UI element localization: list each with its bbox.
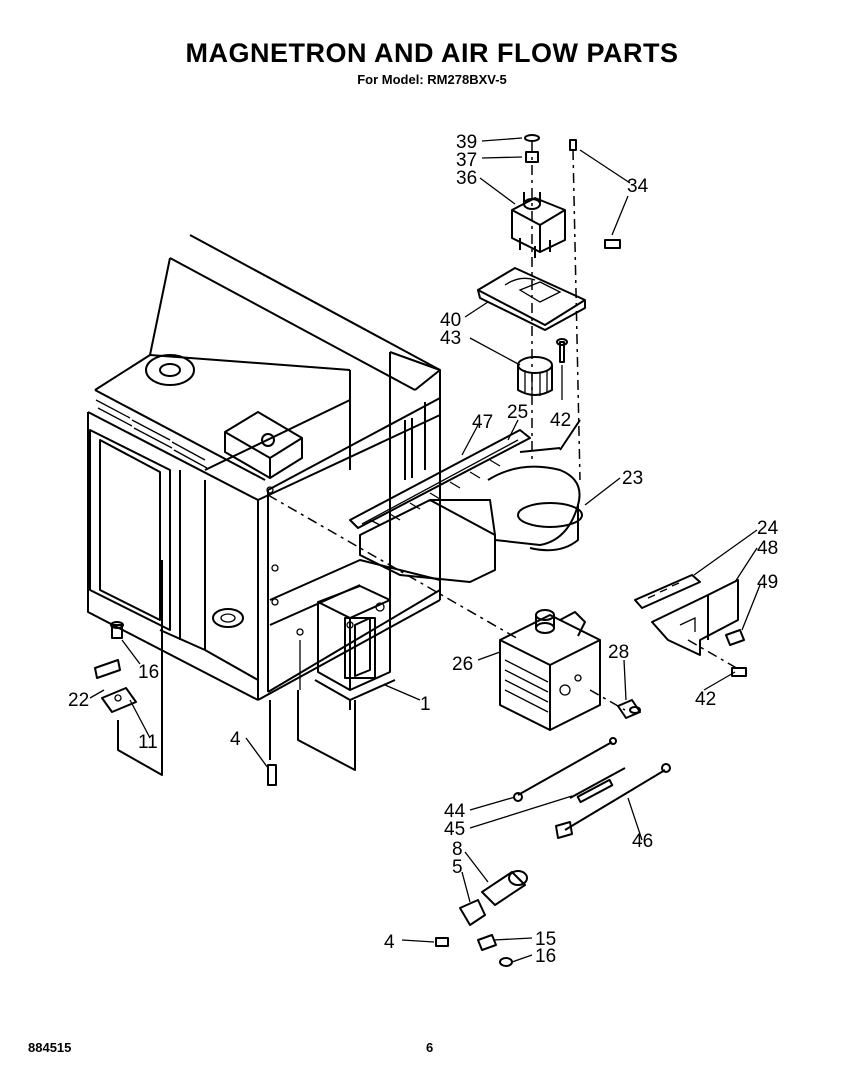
callout-43: 43 (440, 328, 461, 349)
callout-22: 22 (68, 690, 89, 711)
callout-1: 1 (420, 694, 431, 715)
air-duct-part-23 (349, 419, 583, 583)
callout-5: 5 (452, 857, 463, 878)
assembly-line-42 (687, 639, 741, 671)
callout-24: 24 (757, 518, 779, 539)
callout-45: 45 (444, 819, 465, 840)
assembly-line-28 (589, 689, 626, 711)
leader-lines (89, 137, 761, 963)
document-number: 884515 (28, 1040, 72, 1055)
page-title: MAGNETRON AND AIR FLOW PARTS (185, 38, 679, 68)
callout-49: 49 (757, 572, 778, 593)
callout-23: 23 (622, 468, 643, 489)
assembly-line (267, 494, 521, 641)
thermostat-assembly (477, 134, 621, 481)
callout-labels: 39 37 36 34 40 43 42 47 25 23 24 48 49 2… (68, 132, 779, 967)
magnetron-part-26 (499, 609, 601, 731)
callout-48: 48 (757, 538, 778, 559)
callout-44: 44 (444, 801, 466, 822)
callout-11: 11 (138, 732, 158, 753)
callout-42-bottom: 42 (695, 689, 716, 710)
model-subtitle: For Model: RM278BXV-5 (357, 72, 507, 87)
transformer-part-1 (314, 585, 396, 710)
thermal-cutout-part-28 (617, 699, 641, 719)
callout-37: 37 (456, 150, 477, 171)
page-number: 6 (426, 1040, 434, 1055)
callout-34: 34 (627, 176, 649, 197)
mounting-brackets (634, 574, 745, 656)
left-hardware (94, 560, 356, 786)
callout-4-bottom: 4 (384, 932, 395, 953)
callout-4-top: 4 (230, 729, 241, 750)
callout-25: 25 (507, 402, 528, 423)
wire-harnesses (513, 737, 671, 839)
callout-16-left: 16 (138, 662, 159, 683)
callout-15: 15 (535, 929, 556, 950)
callout-8: 8 (452, 839, 463, 860)
callout-26: 26 (452, 654, 473, 675)
callout-47: 47 (472, 412, 493, 433)
callout-28: 28 (608, 642, 629, 663)
callout-39: 39 (456, 132, 477, 153)
callout-36: 36 (456, 168, 477, 189)
callout-42-top: 42 (550, 410, 571, 431)
callout-16-bottom: 16 (535, 946, 556, 967)
callout-46: 46 (632, 831, 653, 852)
capacitor-assembly (435, 870, 528, 967)
oven-cabinet (87, 234, 441, 701)
callout-40: 40 (440, 310, 461, 331)
